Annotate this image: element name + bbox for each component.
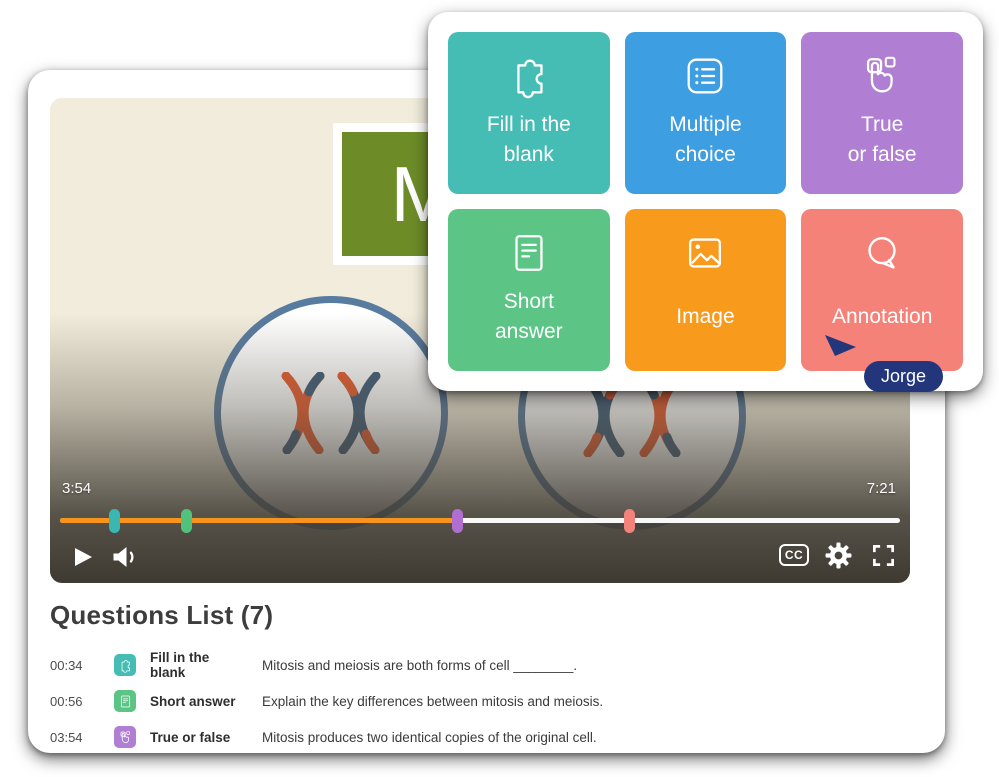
question-text: Mitosis produces two identical copies of… xyxy=(262,729,597,745)
tap-icon xyxy=(114,726,136,748)
player-controls-bar: CC xyxy=(50,538,910,578)
remote-cursor-icon xyxy=(825,335,856,356)
tile-label: Annotation xyxy=(831,304,933,328)
tile-label: True or false xyxy=(847,112,917,166)
question-type-label: True or false xyxy=(150,729,231,745)
question-row[interactable]: 03:54 True or false Mitosis produces two… xyxy=(50,725,930,749)
volume-button[interactable] xyxy=(110,544,140,570)
questions-list-heading: Questions List (7) xyxy=(50,600,274,630)
tile-label: Multiple choice xyxy=(669,112,742,166)
question-timestamp: 03:54 xyxy=(50,729,83,745)
fullscreen-button[interactable] xyxy=(871,543,896,568)
puzzle-icon xyxy=(517,59,543,99)
question-marker-teal[interactable] xyxy=(109,508,121,533)
tile-annotation[interactable]: Annotation xyxy=(801,209,963,371)
question-type-panel: Fill in the blank Multiple choice True o… xyxy=(428,12,983,391)
question-marker-green[interactable] xyxy=(180,508,192,533)
question-timestamp: 00:56 xyxy=(50,693,83,709)
tile-label: Image xyxy=(676,304,735,328)
question-marker-salmon[interactable] xyxy=(624,508,636,533)
tile-multiple-choice[interactable]: Multiple choice xyxy=(624,32,787,194)
closed-captions-button[interactable]: CC xyxy=(779,544,809,566)
tile-short-answer[interactable]: Short answer xyxy=(448,209,610,371)
question-text: Mitosis and meiosis are both forms of ce… xyxy=(262,657,578,673)
tap-icon xyxy=(867,56,896,93)
tile-true-or-false[interactable]: True or false xyxy=(801,32,963,194)
question-row[interactable]: 00:34 Fill in the blank Mitosis and meio… xyxy=(50,650,930,680)
tile-label: Short answer xyxy=(494,289,563,343)
list-icon xyxy=(688,58,723,94)
settings-gear-button[interactable] xyxy=(825,542,852,569)
question-type-label: Short answer xyxy=(150,693,236,709)
puzzle-icon xyxy=(114,654,136,676)
questions-list-section: Questions List (7) 00:34 Fill in the bla… xyxy=(50,600,930,761)
remote-user-badge: Jorge xyxy=(864,361,944,392)
question-marker-purple[interactable] xyxy=(451,508,463,533)
current-time: 3:54 xyxy=(62,480,92,497)
question-row[interactable]: 00:56 Short answer Explain the key diffe… xyxy=(50,689,930,713)
play-button[interactable] xyxy=(68,544,94,570)
tile-label: Fill in the blank xyxy=(486,112,571,166)
timeline-scrubber[interactable] xyxy=(60,508,900,533)
tile-fill-in-the-blank[interactable]: Fill in the blank xyxy=(448,32,610,194)
speech-bubble-icon xyxy=(868,236,896,269)
question-type-label: Fill in the blank xyxy=(150,650,210,680)
question-timestamp: 00:34 xyxy=(50,657,83,673)
tile-image[interactable]: Image xyxy=(624,209,787,371)
question-text: Explain the key differences between mito… xyxy=(262,693,604,709)
document-icon xyxy=(515,235,543,271)
image-icon xyxy=(689,238,722,268)
video-duration: 7:21 xyxy=(866,480,896,497)
document-icon xyxy=(114,690,136,712)
timeline-progress-fill xyxy=(60,518,458,523)
